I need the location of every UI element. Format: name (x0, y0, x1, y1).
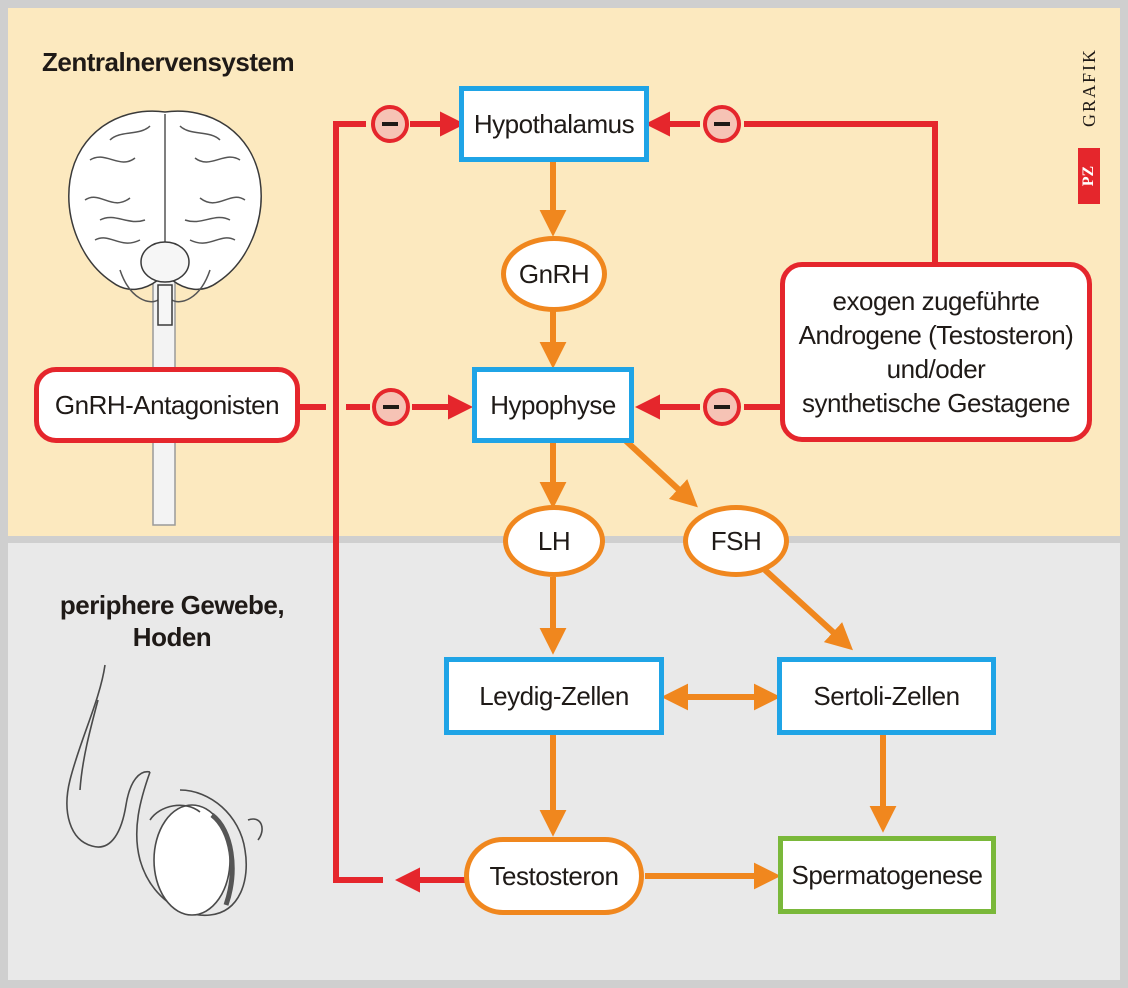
logo-grafik-text: GRAFIK (1078, 28, 1100, 146)
feedback-line-exogen-top (744, 121, 938, 265)
node-lh: LH (503, 505, 605, 577)
peripheral-label-line2: Hoden (132, 622, 212, 652)
node-gnrh: GnRH (501, 236, 607, 312)
node-exogen-androgene: exogen zugeführte Androgene (Testosteron… (780, 262, 1092, 442)
exogen-line2: Androgene (Testosteron) (798, 320, 1074, 350)
node-sertoli-zellen: Sertoli-Zellen (777, 657, 996, 735)
peripheral-region-label: periphere Gewebe, Hoden (52, 589, 292, 653)
brain-illustration (68, 110, 262, 526)
logo-grafik-label: GRAFIK (1078, 47, 1099, 127)
node-gnrh-antagonisten: GnRH-Antagonisten (34, 367, 300, 443)
exogen-line4: synthetische Gestagene (802, 388, 1070, 418)
node-hypothalamus: Hypothalamus (459, 86, 649, 162)
inhibit-marker-hypothalamus-right (703, 105, 741, 143)
peripheral-label-line1: periphere Gewebe, (59, 590, 285, 620)
feedback-line-testosteron (333, 121, 383, 883)
node-hypophyse: Hypophyse (472, 367, 634, 443)
inhibit-marker-hypothalamus-left (371, 105, 409, 143)
arrow-fsh-sertoli (762, 567, 853, 651)
logo-pz-badge: PZ (1078, 148, 1100, 204)
inhibit-marker-hypophyse-left (372, 388, 410, 426)
cns-region-label: Zentralnervensystem (42, 47, 295, 77)
testis-illustration (66, 664, 263, 916)
logo-pz-label: PZ (1079, 165, 1097, 187)
inhibit-marker-hypophyse-right (703, 388, 741, 426)
node-testosteron: Testosteron (464, 837, 644, 915)
exogen-line3: und/oder (886, 354, 986, 384)
exogen-line1: exogen zugeführte (832, 286, 1040, 316)
node-spermatogenese: Spermatogenese (778, 836, 996, 914)
node-leydig-zellen: Leydig-Zellen (444, 657, 664, 735)
pz-grafik-logo: GRAFIK PZ (1078, 28, 1100, 204)
arrow-hypophyse-fsh (622, 437, 698, 508)
node-fsh: FSH (683, 505, 789, 577)
